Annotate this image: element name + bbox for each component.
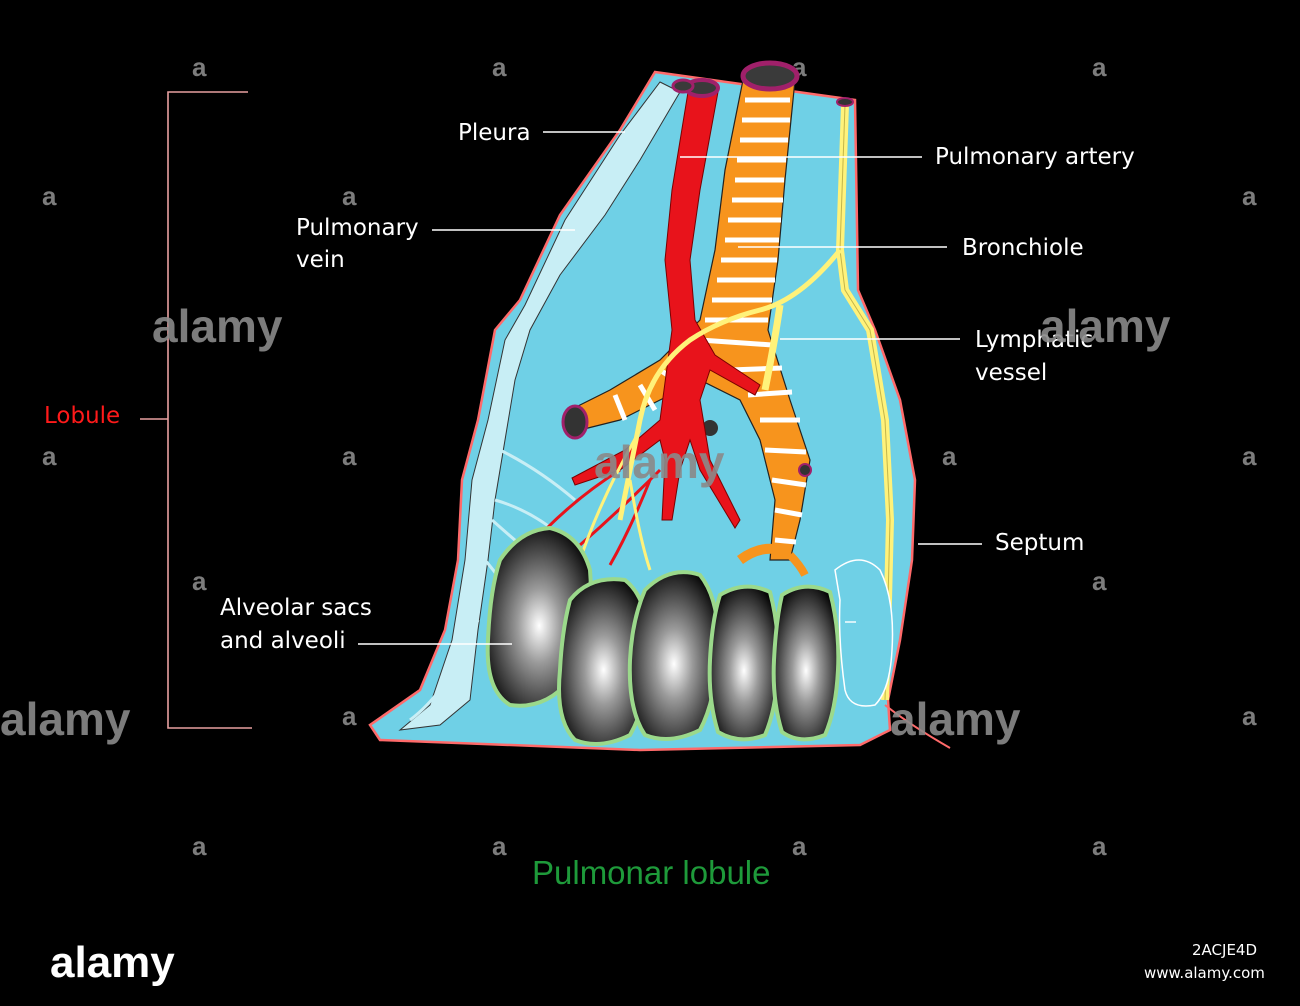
watermark-letter: a bbox=[492, 831, 507, 861]
watermark-word: alamy bbox=[0, 693, 131, 745]
watermark-letter: a bbox=[192, 566, 207, 596]
watermark-letter: a bbox=[1092, 52, 1107, 82]
footer-logo: alamy bbox=[50, 938, 175, 987]
watermark-letter: a bbox=[942, 441, 957, 471]
watermark-word: alamy bbox=[152, 300, 283, 352]
label-pulmonary-vein-line1: Pulmonary bbox=[296, 215, 419, 241]
footer-url: www.alamy.com bbox=[1144, 964, 1265, 982]
label-pulmonary-artery: Pulmonary artery bbox=[935, 144, 1135, 170]
watermark-letter: a bbox=[1242, 181, 1257, 211]
label-bronchiole: Bronchiole bbox=[962, 235, 1084, 261]
watermark-letter: a bbox=[342, 181, 357, 211]
watermark-letter: a bbox=[1242, 701, 1257, 731]
watermark-letter: a bbox=[192, 52, 207, 82]
watermark-letter: a bbox=[192, 831, 207, 861]
label-pleura: Pleura bbox=[458, 120, 531, 146]
watermark-letter: a bbox=[342, 441, 357, 471]
watermark-word: alamy bbox=[1040, 300, 1171, 352]
footer-image-id: 2ACJE4D bbox=[1192, 941, 1257, 959]
watermark-letter: a bbox=[1092, 831, 1107, 861]
watermark-letter: a bbox=[42, 181, 57, 211]
watermark-letter: a bbox=[792, 831, 807, 861]
label-alveolar-line2: and alveoli bbox=[220, 628, 346, 654]
label-lymphatic-line2: vessel bbox=[975, 360, 1047, 386]
watermark-letter: a bbox=[342, 701, 357, 731]
label-septum: Septum bbox=[995, 530, 1084, 556]
watermark-letter: a bbox=[1092, 566, 1107, 596]
label-alveolar-line1: Alveolar sacs bbox=[220, 595, 372, 621]
label-pulmonary-vein-line2: vein bbox=[296, 247, 345, 273]
watermark-word: alamy bbox=[594, 436, 725, 488]
label-lobule: Lobule bbox=[44, 403, 120, 429]
diagram-title: Pulmonar lobule bbox=[532, 854, 770, 891]
watermark-letter: a bbox=[1242, 441, 1257, 471]
watermark-letter: a bbox=[492, 52, 507, 82]
watermark-letter: a bbox=[42, 441, 57, 471]
watermark-word: alamy bbox=[890, 693, 1021, 745]
